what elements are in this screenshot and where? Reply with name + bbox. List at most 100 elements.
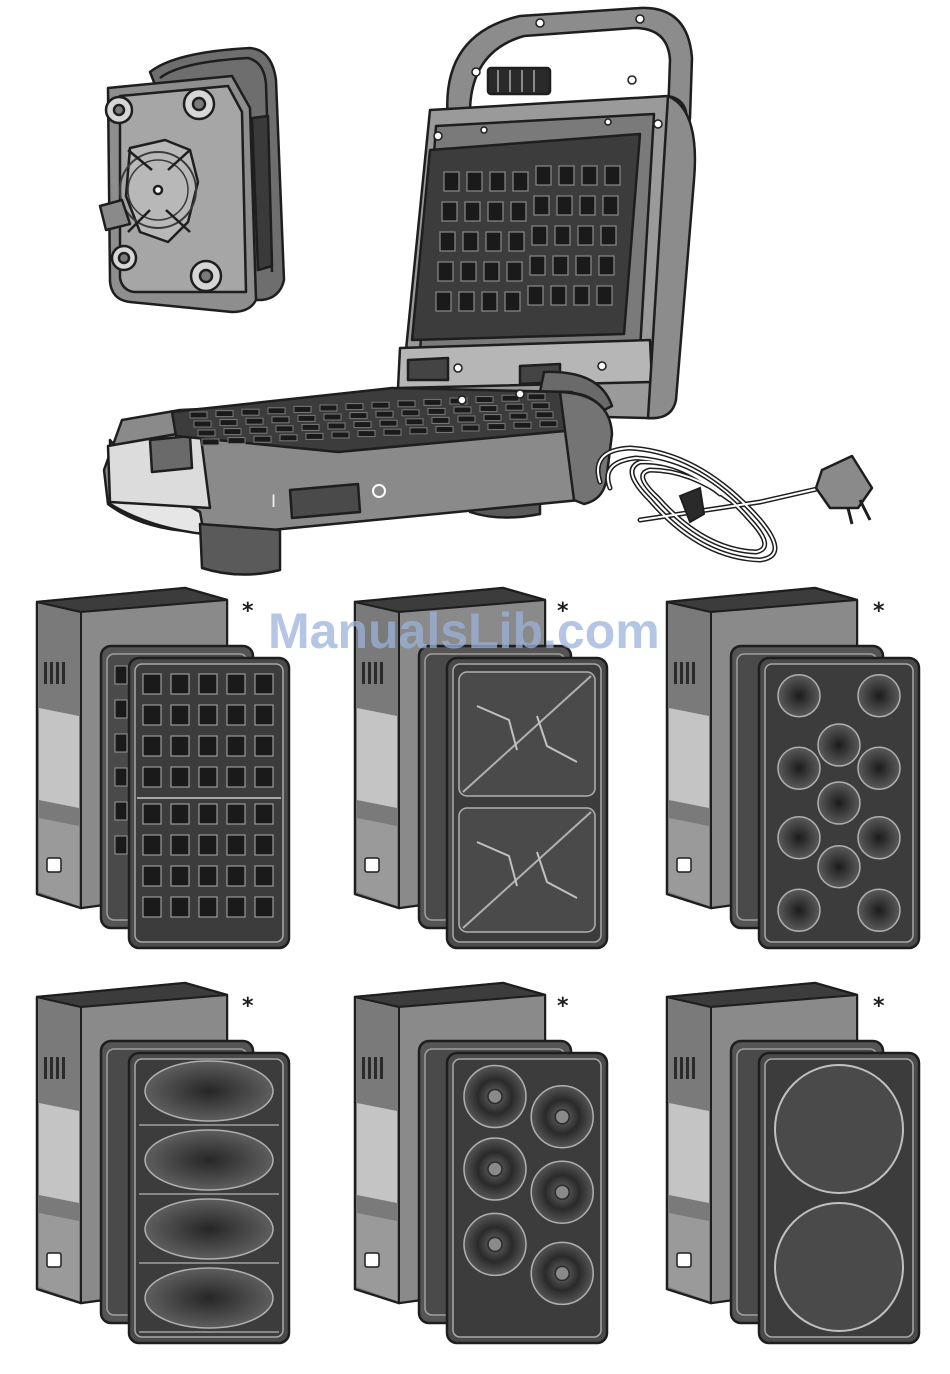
donut-hole xyxy=(555,1185,569,1199)
waffle-cell xyxy=(143,767,161,787)
waffle-cell xyxy=(255,705,273,725)
pancake-cup xyxy=(778,675,820,717)
box-logo xyxy=(47,1253,61,1267)
pancake-cup xyxy=(818,782,860,824)
waffle-cell xyxy=(199,674,217,694)
waffle-cell xyxy=(227,674,245,694)
waffle-cell xyxy=(199,705,217,725)
pancake-cup xyxy=(818,724,860,766)
oval-cavity xyxy=(145,1130,273,1190)
waffle-cell xyxy=(115,768,127,786)
box-mark xyxy=(44,662,47,684)
waffle-cell xyxy=(199,835,217,855)
donut-hole xyxy=(555,1110,569,1124)
box-mark xyxy=(692,662,695,684)
waffle-cell xyxy=(143,674,161,694)
waffle-cell xyxy=(171,705,189,725)
oval-cavity xyxy=(145,1268,273,1328)
waffle-cell xyxy=(199,897,217,917)
waffle-cell xyxy=(143,897,161,917)
waffle-cell xyxy=(143,804,161,824)
waffle-cell xyxy=(171,897,189,917)
pancake-cup xyxy=(778,817,820,859)
pancake-cup xyxy=(858,747,900,789)
box-mark xyxy=(62,662,65,684)
box-mark xyxy=(368,662,371,684)
pancake-cup xyxy=(858,817,900,859)
box-band xyxy=(39,708,79,808)
box-mark xyxy=(44,1057,47,1079)
waffle-cell xyxy=(199,866,217,886)
waffle-cell xyxy=(255,866,273,886)
waffle-cell xyxy=(255,674,273,694)
waffle-cell xyxy=(199,767,217,787)
waffle-cell xyxy=(143,705,161,725)
kit-donut-asterisk: * xyxy=(557,996,569,1018)
box-mark xyxy=(680,662,683,684)
kit-waffle-asterisk: * xyxy=(242,601,254,623)
pancake-cup xyxy=(858,889,900,931)
waffle-cell xyxy=(255,835,273,855)
accessory-kit-mini-pancake xyxy=(667,588,919,948)
donut-hole xyxy=(555,1266,569,1280)
box-logo xyxy=(365,858,379,872)
box-mark xyxy=(680,1057,683,1079)
pancake-cup xyxy=(858,675,900,717)
pancake-cup xyxy=(778,747,820,789)
box-mark xyxy=(362,1057,365,1079)
waffle-cell xyxy=(255,736,273,756)
box-logo xyxy=(677,858,691,872)
box-mark xyxy=(692,1057,695,1079)
box-band xyxy=(669,1103,709,1203)
box-mark xyxy=(50,662,53,684)
waffle-cell xyxy=(227,866,245,886)
accessory-kit-donut xyxy=(355,983,607,1343)
box-mark xyxy=(380,1057,383,1079)
waffle-cell xyxy=(255,804,273,824)
oval-cavity xyxy=(145,1199,273,1259)
kit-oval-grill-asterisk: * xyxy=(242,996,254,1018)
round-pancake-cavity xyxy=(775,1065,903,1193)
waffle-cell xyxy=(255,897,273,917)
donut-hole xyxy=(488,1090,502,1104)
waffle-cell xyxy=(143,835,161,855)
waffle-cell xyxy=(115,802,127,820)
oval-cavity xyxy=(145,1061,273,1121)
kit-mini-pancake-asterisk: * xyxy=(873,601,885,623)
box-mark xyxy=(362,662,365,684)
pancake-cup xyxy=(778,889,820,931)
waffle-cell xyxy=(171,866,189,886)
box-band xyxy=(669,708,709,808)
waffle-cell xyxy=(227,897,245,917)
box-mark xyxy=(50,1057,53,1079)
waffle-cell xyxy=(199,736,217,756)
waffle-cell xyxy=(171,804,189,824)
donut-hole xyxy=(488,1237,502,1251)
box-mark xyxy=(56,662,59,684)
pancake-cup xyxy=(818,846,860,888)
box-logo xyxy=(365,1253,379,1267)
waffle-cell xyxy=(227,767,245,787)
kit-round-pancake-asterisk: * xyxy=(873,996,885,1018)
box-logo xyxy=(677,1253,691,1267)
round-pancake-cavity xyxy=(775,1203,903,1331)
box-band xyxy=(39,1103,79,1203)
accessory-kit-oval-grill xyxy=(37,983,289,1343)
accessory-kit-round-pancake xyxy=(667,983,919,1343)
box-mark xyxy=(380,662,383,684)
watermark: ManualsLib.com xyxy=(268,606,660,656)
box-mark xyxy=(374,1057,377,1079)
box-mark xyxy=(62,1057,65,1079)
box-mark xyxy=(56,1057,59,1079)
waffle-cell xyxy=(115,734,127,752)
waffle-cell xyxy=(171,835,189,855)
box-band xyxy=(357,708,397,808)
box-mark xyxy=(686,662,689,684)
box-logo xyxy=(47,858,61,872)
donut-hole xyxy=(488,1162,502,1176)
waffle-cell xyxy=(227,736,245,756)
waffle-cell xyxy=(171,674,189,694)
waffle-cell xyxy=(115,700,127,718)
waffle-cell xyxy=(227,705,245,725)
